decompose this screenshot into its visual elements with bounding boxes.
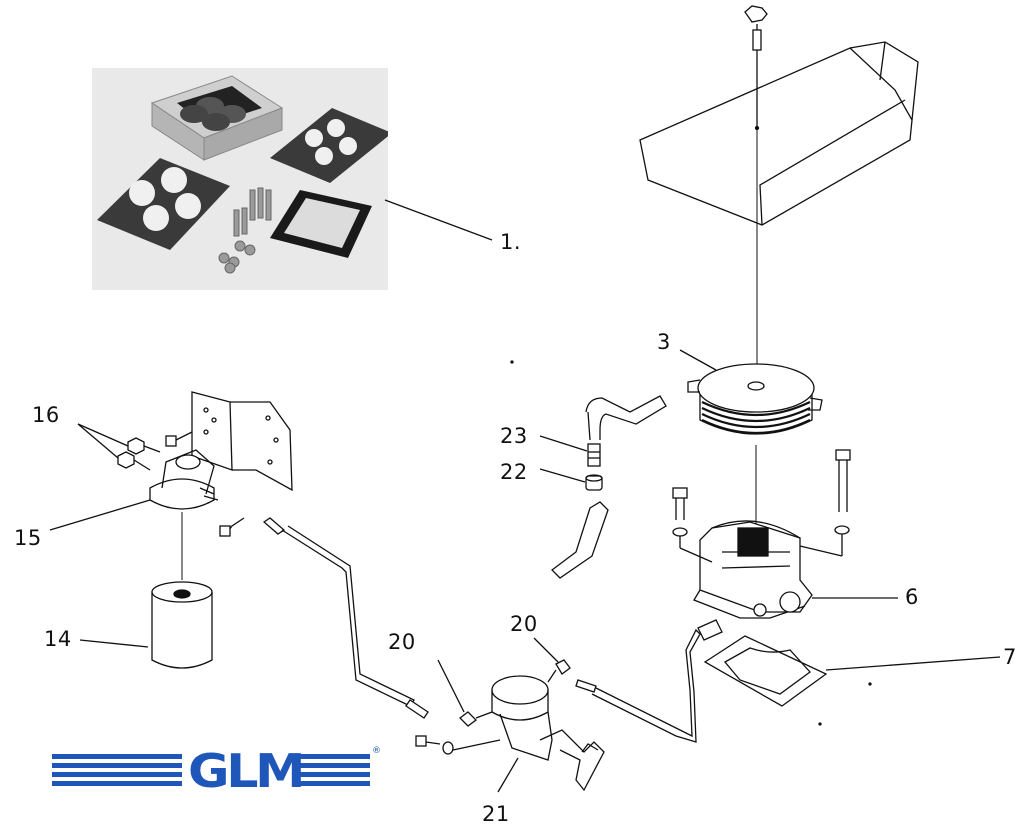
leader-14 xyxy=(79,639,149,648)
stray-mark xyxy=(868,682,872,686)
hose-upper xyxy=(585,395,667,441)
leader-20-left xyxy=(437,659,465,713)
leader-7 xyxy=(825,656,1001,671)
callout-14: 14 xyxy=(44,627,72,651)
wing-nut xyxy=(744,5,768,128)
callout-1: 1. xyxy=(500,230,522,254)
logo-stripes xyxy=(52,754,370,786)
leader-16a xyxy=(77,423,129,447)
gasket-bottom xyxy=(97,158,230,250)
stray-mark xyxy=(510,360,514,364)
fuel-filter-part-14 xyxy=(151,581,213,669)
carb-spacer-block xyxy=(150,75,284,161)
fitting-part-20-right xyxy=(547,659,571,683)
fuel-pump-part-21 xyxy=(491,675,605,792)
filter-head-part-15 xyxy=(149,449,219,510)
leader-22 xyxy=(539,468,586,483)
filter-bracket xyxy=(191,391,293,492)
leader-3 xyxy=(679,349,717,371)
callout-3: 3 xyxy=(657,330,671,354)
grommet-part-22 xyxy=(585,474,603,491)
leader-20-right xyxy=(533,637,559,663)
fuel-line-pump-to-carb xyxy=(575,619,723,743)
carb-gasket-part-7 xyxy=(703,635,828,707)
nut-part-16b xyxy=(117,451,151,471)
callout-7: 7 xyxy=(1003,645,1017,669)
bracket-bolt xyxy=(165,431,193,447)
callout-6: 6 xyxy=(905,585,919,609)
air-cleaner-base-part-3 xyxy=(687,363,823,435)
logo-text: GLM xyxy=(188,744,306,798)
callout-22: 22 xyxy=(500,460,528,484)
nut-part-16a xyxy=(127,437,161,455)
leader-1 xyxy=(384,199,493,241)
spacer-ring xyxy=(270,190,372,258)
callout-23: 23 xyxy=(500,424,528,448)
gasket-top xyxy=(270,108,392,183)
studs-and-hardware xyxy=(218,187,272,274)
glm-logo: GLM ® xyxy=(52,744,382,798)
callout-20-left: 20 xyxy=(388,630,416,654)
callout-15: 15 xyxy=(14,526,42,550)
carb-bolt-right xyxy=(799,449,851,557)
stray-mark xyxy=(818,722,822,726)
hose-fitting-part-23 xyxy=(587,443,601,467)
leader-15 xyxy=(49,499,151,531)
carb-bolt-left xyxy=(672,487,713,563)
leader-16b xyxy=(77,423,119,459)
hose-lower xyxy=(551,501,609,579)
pump-bolt xyxy=(415,735,501,755)
carburetor-part-6 xyxy=(693,520,813,619)
callout-16: 16 xyxy=(32,403,60,427)
callout-20-right: 20 xyxy=(510,612,538,636)
air-cleaner-scoop xyxy=(639,41,919,226)
leader-23 xyxy=(539,435,588,452)
registered-mark: ® xyxy=(372,746,381,756)
callout-21: 21 xyxy=(482,802,510,826)
spacer-kit-photo xyxy=(92,68,392,290)
fitting-part-20-left xyxy=(459,711,493,727)
leader-21 xyxy=(497,757,519,793)
fuel-line-filter-to-pump xyxy=(219,517,429,719)
